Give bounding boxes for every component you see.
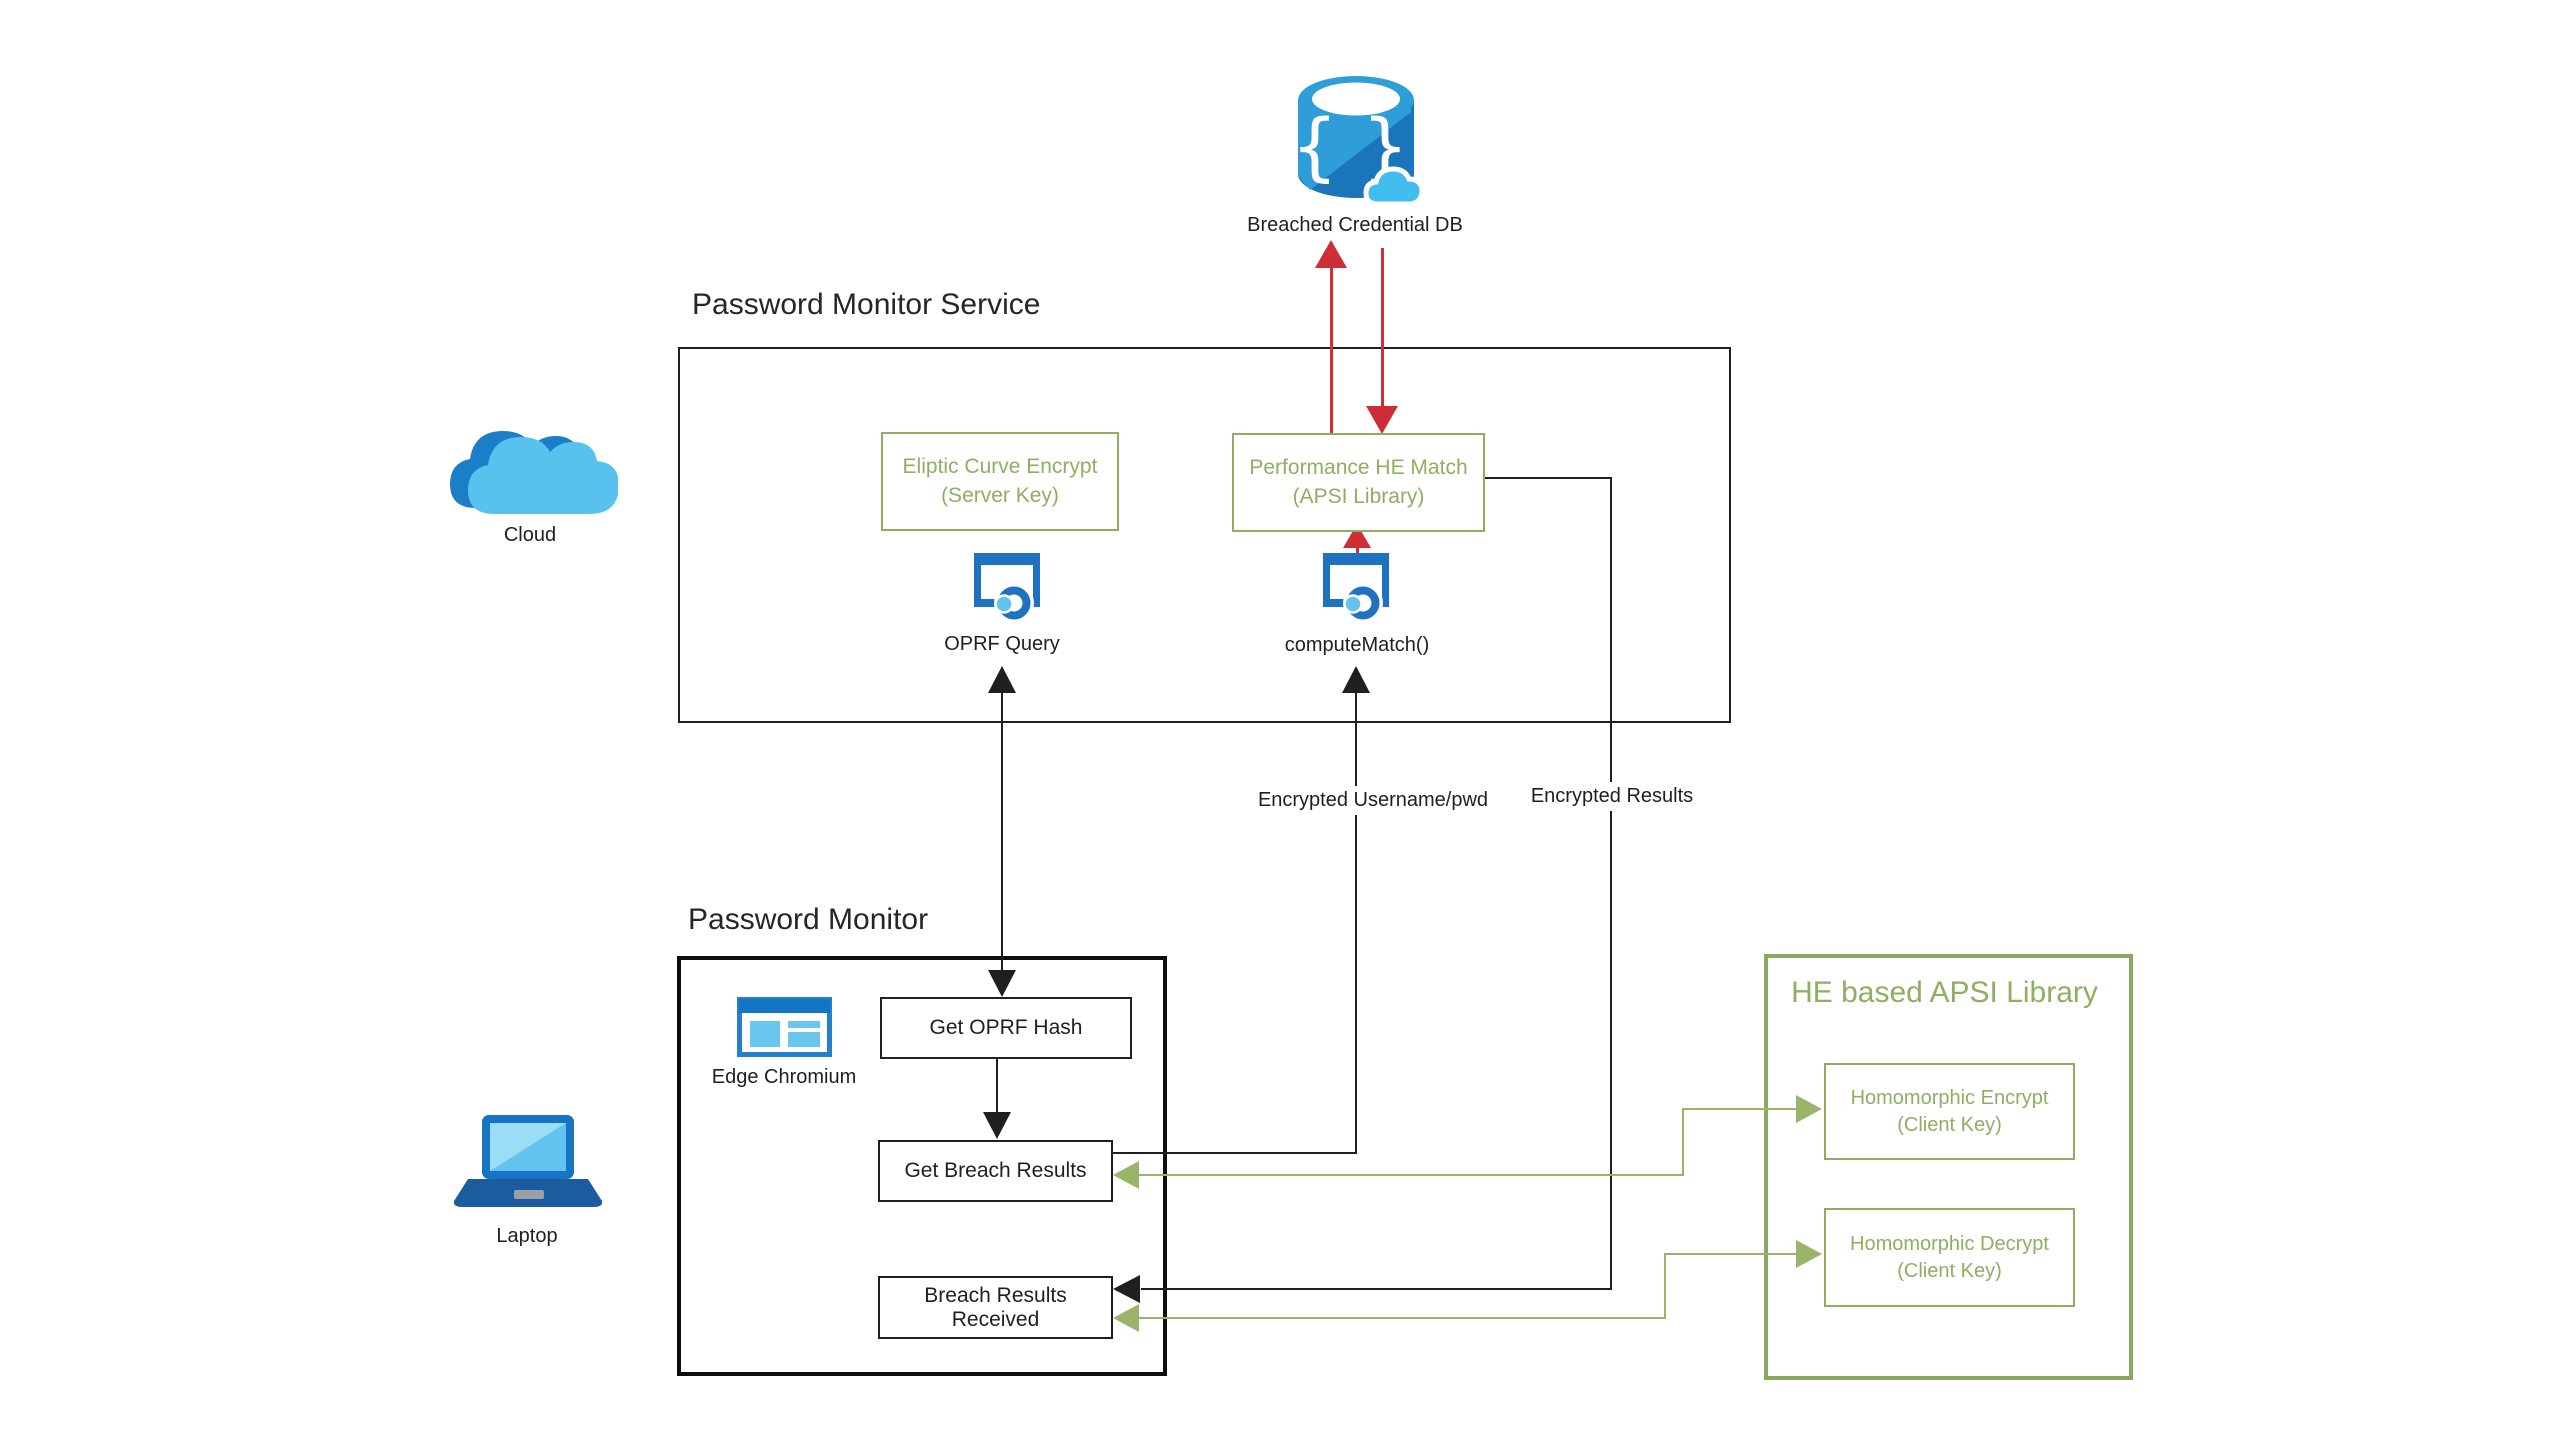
line-segment	[1682, 1108, 1684, 1176]
breached-credential-db-icon: { }	[1291, 76, 1425, 207]
he-match-line1: Performance HE Match	[1249, 456, 1468, 480]
he-apsi-library-box	[1764, 954, 2133, 1380]
arrowhead-left	[1113, 1275, 1140, 1303]
arrowhead-left	[1113, 1161, 1139, 1189]
step-label: Get Breach Results	[904, 1159, 1087, 1182]
encrypted-results-label: Encrypted Results	[1512, 782, 1712, 811]
line-segment	[1356, 546, 1359, 558]
line-segment	[1665, 1253, 1796, 1255]
laptop-label: Laptop	[496, 1225, 558, 1247]
line-segment	[1664, 1253, 1666, 1319]
arrowhead-right	[1796, 1095, 1822, 1123]
homomorphic-decrypt-line2: (Client Key)	[1897, 1259, 2002, 1282]
arrowhead-up	[1342, 666, 1370, 693]
he-match-line2: (APSI Library)	[1292, 484, 1425, 508]
oprf-query-function-icon	[974, 553, 1040, 622]
arrowhead-down	[988, 970, 1016, 997]
line-segment	[1381, 248, 1384, 408]
compute-match-function-icon	[1323, 553, 1389, 622]
cloud-icon	[450, 431, 618, 514]
eliptic-curve-line1: Eliptic Curve Encrypt	[902, 455, 1098, 479]
arrowhead-down	[1366, 406, 1398, 434]
line-segment	[1610, 477, 1612, 1290]
step-get-breach-results: Get Breach Results	[878, 1140, 1113, 1202]
breached-db-label: Breached Credential DB	[1247, 214, 1463, 236]
line-segment	[996, 1054, 998, 1114]
line-segment	[1683, 1108, 1796, 1110]
eliptic-curve-box: Eliptic Curve Encrypt (Server Key)	[881, 432, 1119, 531]
compute-match-label: computeMatch()	[1284, 634, 1430, 656]
line-segment	[1141, 1288, 1612, 1290]
performance-he-match-box: Performance HE Match (APSI Library)	[1232, 433, 1485, 532]
line-segment	[1139, 1317, 1665, 1319]
edge-chromium-icon	[737, 997, 832, 1057]
step-label: Get OPRF Hash	[929, 1016, 1083, 1039]
library-title: HE based APSI Library	[1791, 976, 2098, 1009]
line-segment	[1001, 690, 1003, 973]
arrowhead-up	[1315, 240, 1347, 268]
line-segment	[1108, 1152, 1357, 1154]
cloud-label: Cloud	[503, 524, 557, 546]
monitor-title: Password Monitor	[688, 903, 929, 936]
laptop-icon	[453, 1115, 603, 1207]
password-monitor-service-box	[678, 347, 1731, 723]
homomorphic-encrypt-line1: Homomorphic Encrypt	[1850, 1086, 2049, 1109]
arrowhead-left	[1113, 1304, 1139, 1332]
homomorphic-encrypt-line2: (Client Key)	[1897, 1113, 2002, 1136]
step-label: Breach Results Received	[924, 1283, 1067, 1331]
line-segment	[1330, 265, 1333, 434]
homomorphic-decrypt-line1: Homomorphic Decrypt	[1850, 1232, 2049, 1255]
line-segment	[1139, 1174, 1683, 1176]
edge-chromium-label: Edge Chromium	[711, 1066, 857, 1088]
service-title: Password Monitor Service	[692, 288, 1041, 321]
step-get-oprf-hash: Get OPRF Hash	[880, 997, 1132, 1059]
homomorphic-encrypt-box: Homomorphic Encrypt (Client Key)	[1824, 1063, 2075, 1160]
oprf-query-label: OPRF Query	[944, 633, 1060, 655]
password-monitor-box	[677, 956, 1167, 1376]
encrypted-username-label: Encrypted Username/pwd	[1253, 786, 1493, 815]
arrowhead-up	[988, 666, 1016, 693]
arrowhead-right	[1796, 1240, 1822, 1268]
arrowhead-down	[983, 1112, 1011, 1139]
step-breach-results-received: Breach Results Received	[878, 1276, 1113, 1339]
homomorphic-decrypt-box: Homomorphic Decrypt (Client Key)	[1824, 1208, 2075, 1307]
eliptic-curve-line2: (Server Key)	[941, 483, 1059, 507]
line-segment	[1355, 690, 1357, 1154]
line-segment	[1480, 477, 1612, 479]
